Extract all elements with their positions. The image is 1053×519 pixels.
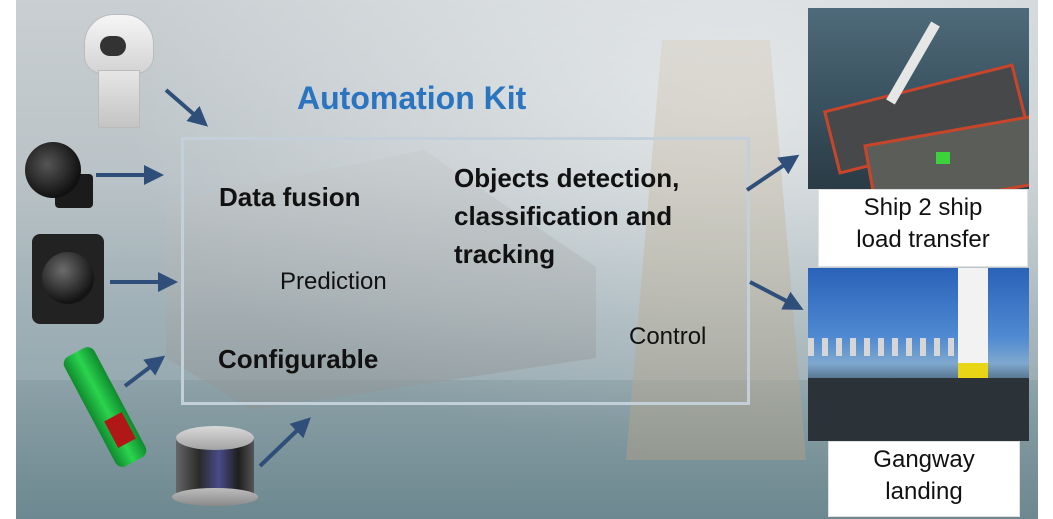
configurable-label: Configurable <box>218 344 379 374</box>
gangway-photo <box>808 268 1029 441</box>
prediction-label: Prediction <box>280 268 387 295</box>
objects-detection-label: Objects detection, classification and tr… <box>454 159 679 273</box>
gangway-caption: Gangway landing <box>828 441 1020 517</box>
ship-to-ship-photo <box>808 8 1029 189</box>
control-label: Control <box>629 323 707 350</box>
gangway-caption-line-1: Gangway <box>873 446 975 473</box>
arrow-to-gangway <box>749 280 804 310</box>
ptz-camera-icon <box>78 10 158 128</box>
gangway-caption-line-2: landing <box>885 478 963 505</box>
dark-camera-icon <box>25 134 95 210</box>
ship-transfer-caption: Ship 2 ship load transfer <box>818 189 1028 267</box>
diagram-title: Automation Kit <box>297 80 527 116</box>
objects-detection-line-1: Objects detection, <box>454 163 680 193</box>
data-fusion-label: Data fusion <box>219 182 361 212</box>
arrow-green-sensor <box>123 355 166 388</box>
box-camera-icon <box>32 234 106 326</box>
arrow-lidar <box>258 417 311 468</box>
objects-detection-line-3: tracking <box>454 239 556 269</box>
ship-caption-line-2: load transfer <box>856 226 990 253</box>
ship-caption-line-1: Ship 2 ship <box>863 194 983 221</box>
background-oil-rig <box>626 40 806 460</box>
arrow-to-ship-transfer <box>745 154 800 192</box>
lidar-icon <box>172 426 258 508</box>
objects-detection-line-2: classification and <box>454 201 673 231</box>
automation-kit-frame <box>181 137 750 405</box>
arrow-ptz-camera <box>164 88 209 127</box>
